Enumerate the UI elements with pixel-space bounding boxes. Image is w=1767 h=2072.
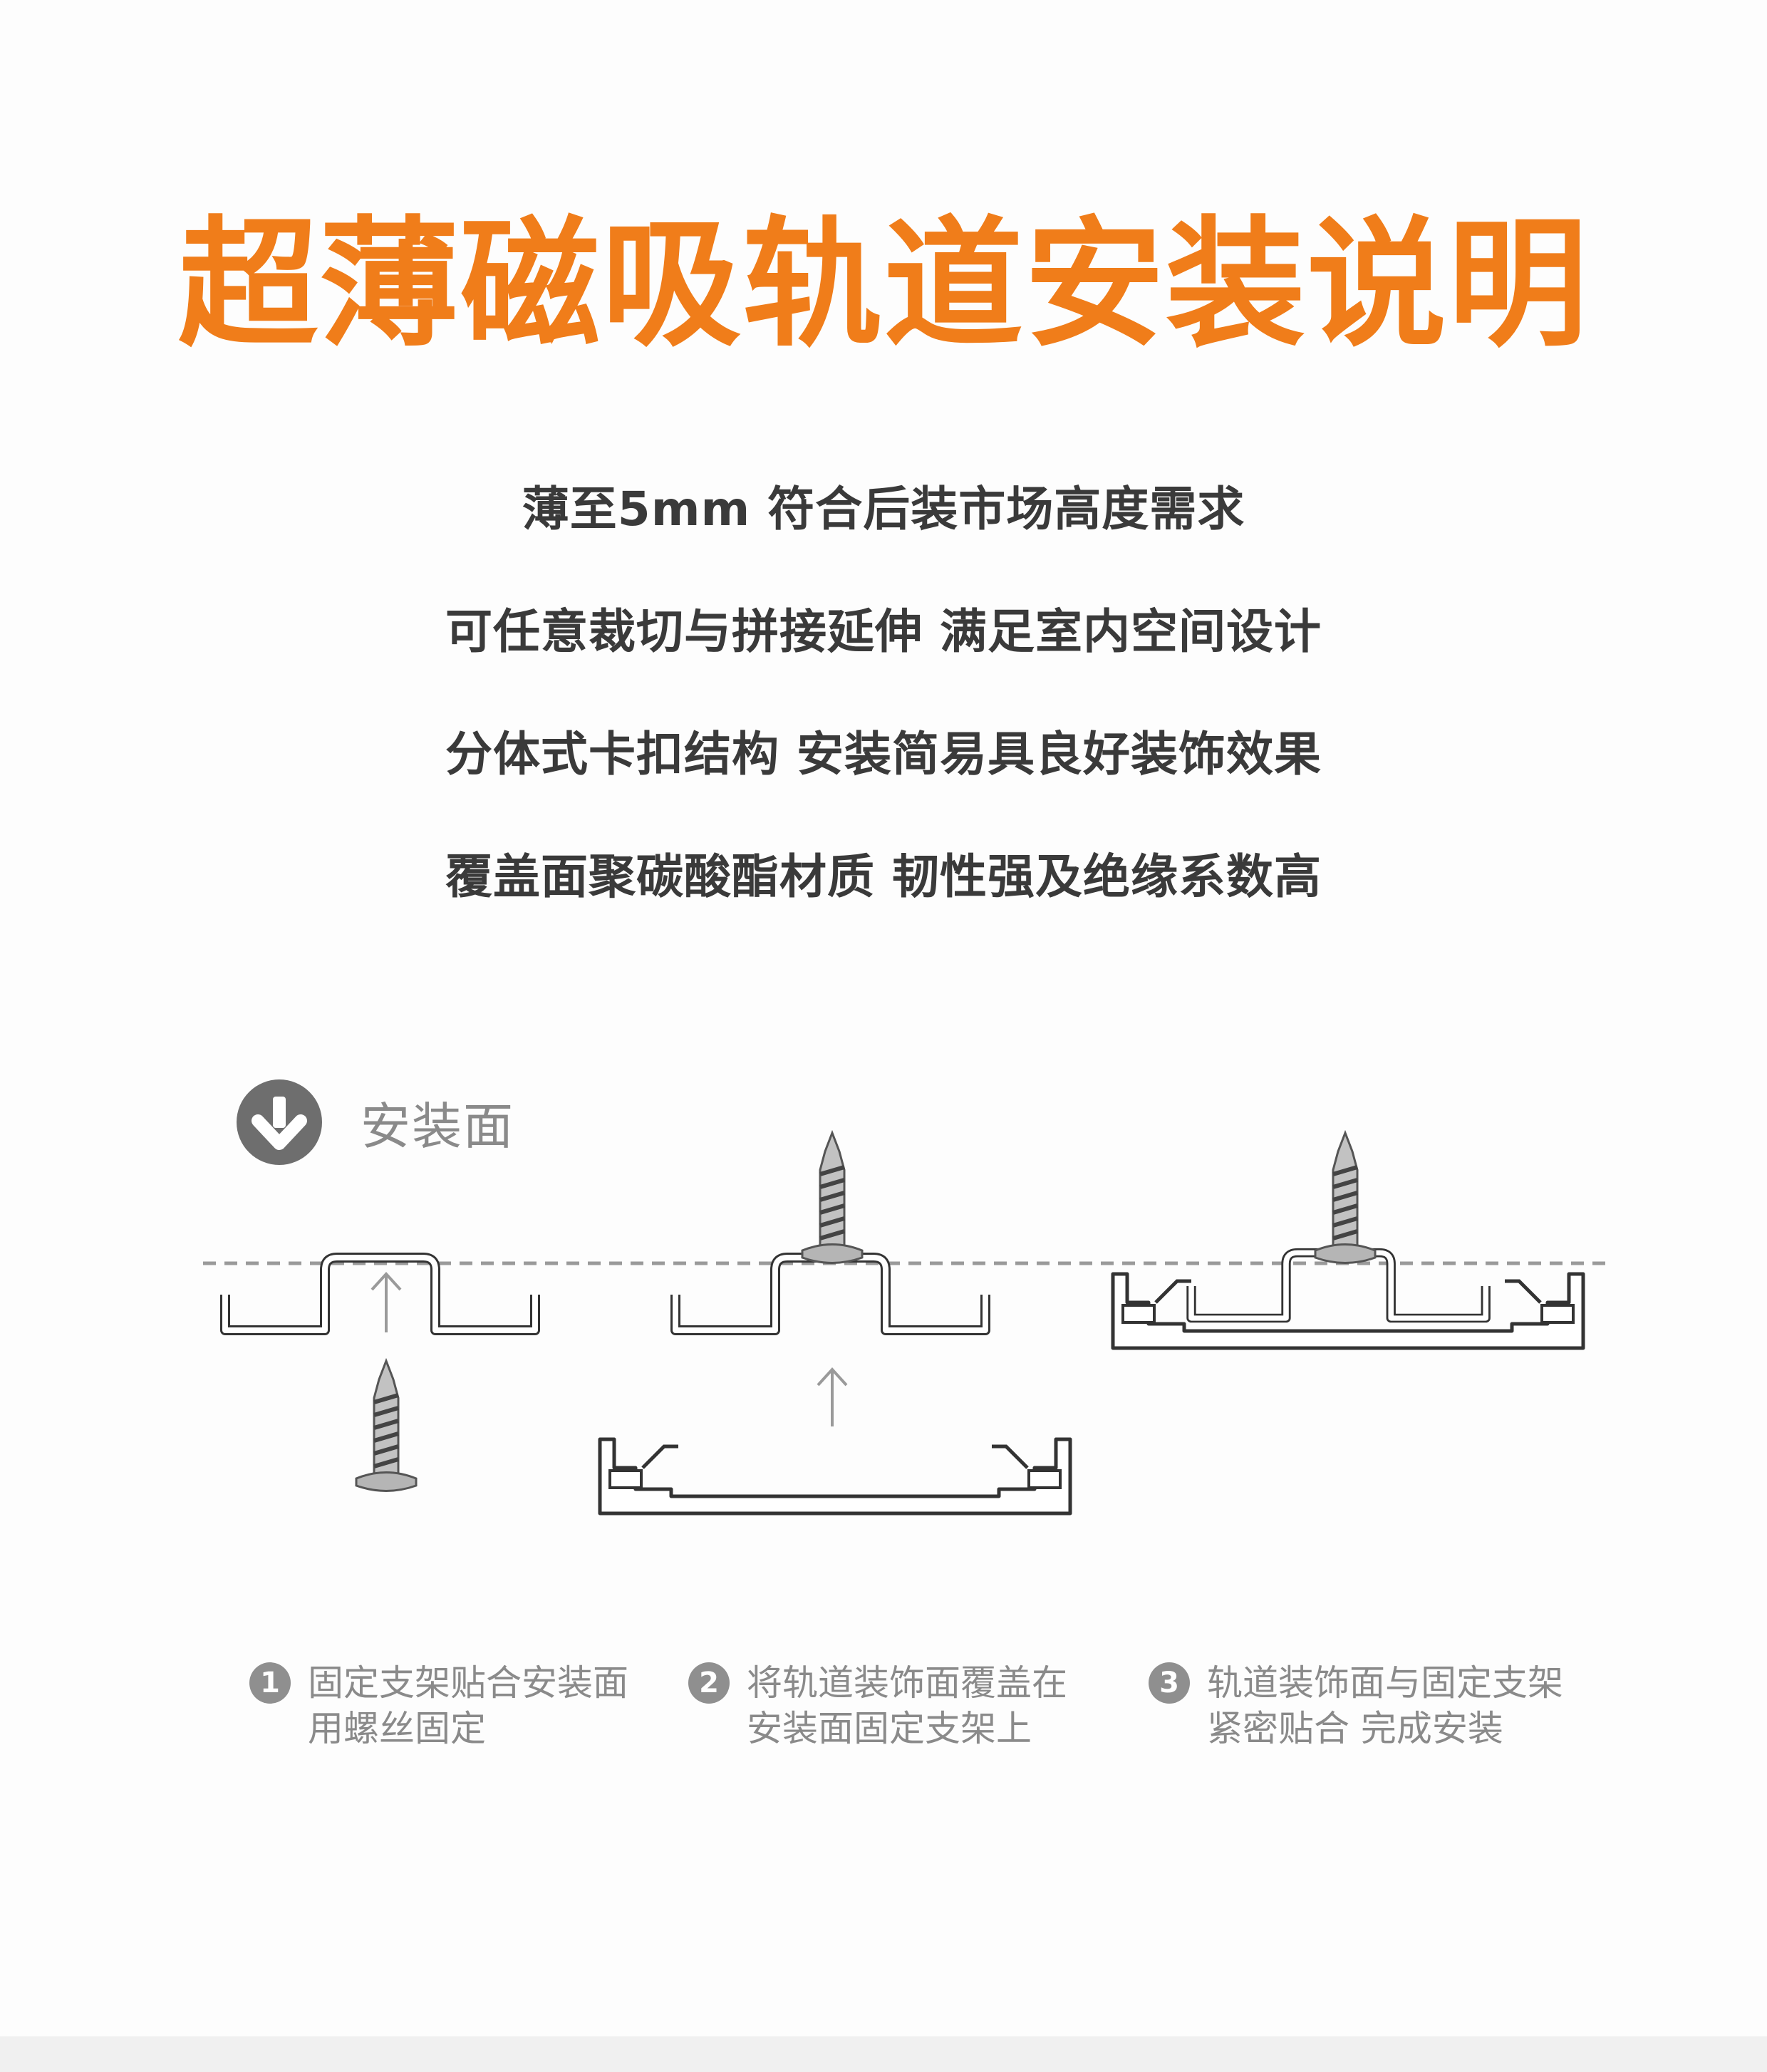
step-line: 紧密贴合 完成安装 [1207,1708,1503,1749]
step3-screw-icon [1315,1133,1375,1263]
step-line: 轨道装饰面与固定支架 [1207,1662,1563,1704]
step-item: 1 固定支架贴合安装面 用螺丝固定 [249,1660,628,1751]
step-number-badge: 2 [688,1662,730,1704]
step-line: 用螺丝固定 [308,1708,486,1749]
legend-label: 安装面 [361,1097,514,1156]
step-number-badge: 3 [1149,1662,1190,1704]
mounting-surface-legend: 安装面 [235,1076,514,1169]
feature-line: 可任意裁切与拼接延伸 满足室内空间设计 [445,604,1322,659]
installation-diagram [203,1112,1610,1568]
step-number-badge: 1 [249,1662,291,1704]
step-text: 固定支架贴合安装面 用螺丝固定 [308,1660,628,1751]
step3-cover [1113,1274,1583,1348]
step2-arrow-icon [817,1367,848,1426]
step-item: 2 将轨道装饰面覆盖在 安装面固定支架上 [688,1660,1067,1751]
step-line: 安装面固定支架上 [747,1708,1032,1749]
feature-list: 薄至5mm 符合后装市场高度需求 可任意裁切与拼接延伸 满足室内空间设计 分体式… [0,474,1767,964]
step2-bracket [675,1258,985,1330]
step-line: 将轨道装饰面覆盖在 [747,1662,1067,1704]
feature-line: 分体式卡扣结构 安装简易具良好装饰效果 [445,727,1322,782]
step1-bracket [225,1258,535,1330]
footer-band [0,2036,1767,2072]
step-line: 固定支架贴合安装面 [308,1662,628,1704]
feature-line: 覆盖面聚碳酸酯材质 韧性强及绝缘系数高 [445,849,1322,904]
page-title: 超薄磁吸轨道安装说明 [177,204,1589,366]
step1-arrow-icon [370,1272,402,1332]
feature-line: 薄至5mm 符合后装市场高度需求 [522,482,1245,537]
step-item: 3 轨道装饰面与固定支架 紧密贴合 完成安装 [1149,1660,1563,1751]
step-text: 轨道装饰面与固定支架 紧密贴合 完成安装 [1207,1660,1563,1751]
down-arrow-circle-icon [237,1079,322,1165]
step2-cover [600,1439,1070,1513]
step-text: 将轨道装饰面覆盖在 安装面固定支架上 [747,1660,1067,1751]
step2-screw-icon [802,1133,862,1263]
step1-screw-icon-up [356,1361,416,1491]
